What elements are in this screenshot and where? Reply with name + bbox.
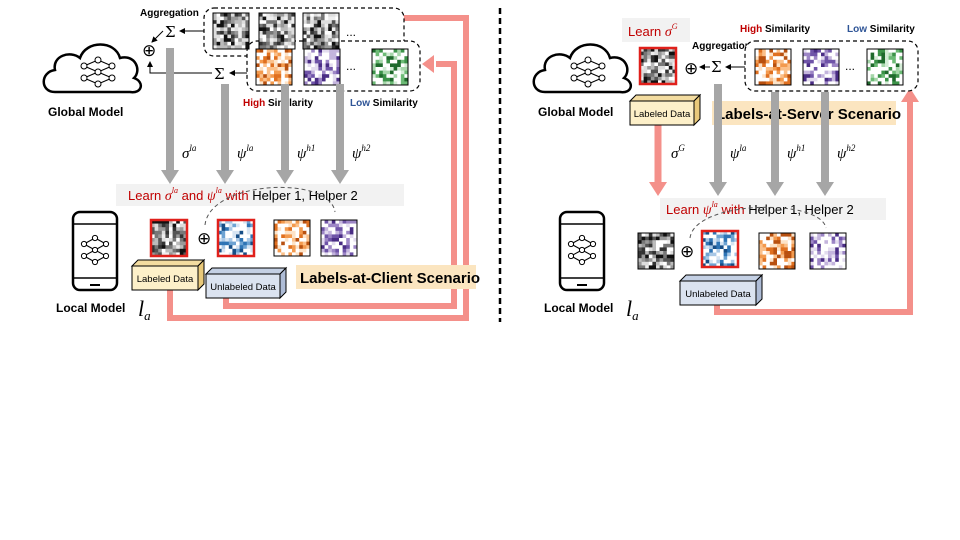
- right-learn-sigma-bg: [622, 18, 690, 42]
- svg-text:Labeled Data: Labeled Data: [137, 274, 194, 285]
- right-labeled-data-box: Labeled Data: [628, 93, 702, 127]
- left-arrow-label-4: ψh2: [352, 143, 371, 162]
- right-gray-arrow-3: [821, 92, 829, 182]
- left-bottom-oplus: ⊕: [197, 229, 211, 249]
- left-local-model-symbol: la: [138, 296, 151, 323]
- left-local-gray-matrix: [149, 218, 189, 258]
- left-oplus-symbol: ⊕: [142, 41, 156, 61]
- left-low-similarity: Low Similarity: [350, 98, 418, 109]
- left-gray-arrow-head-2: [216, 170, 234, 184]
- right-learn-line: Learn ψla with Helper 1, Helper 2: [666, 195, 854, 218]
- left-orange-matrix: [255, 48, 293, 86]
- right-phone-icon: [558, 210, 606, 292]
- right-helper-orange-matrix: [758, 232, 796, 270]
- right-bottom-oplus: ⊕: [680, 242, 694, 262]
- right-down-arrows: ψla ψh1 ψh2: [709, 84, 856, 196]
- right-gray-arrow-head-2: [766, 182, 784, 196]
- right-gray-arrow-1: [714, 84, 722, 182]
- left-top-sum-symbol: Σ: [165, 23, 176, 41]
- left-helper-link-arc: [204, 186, 336, 226]
- left-global-model-label: Global Model: [48, 105, 123, 119]
- right-arrow-label-3: ψh2: [837, 143, 856, 162]
- right-scenario-label: Labels-at-Server Scenario: [716, 106, 901, 123]
- right-helper-link-arc: [689, 206, 827, 239]
- right-purple-matrix: [802, 48, 840, 86]
- left-top-ellipsis: ...: [346, 25, 356, 39]
- left-gray-arrow-1: [166, 48, 174, 170]
- right-arrow-label-1: ψla: [730, 143, 747, 162]
- left-agg-arrow-4: [147, 61, 212, 74]
- right-helper-purple-matrix: [809, 232, 847, 270]
- right-unlabeled-data-box: Unlabeled Data: [678, 273, 764, 307]
- right-mid-ellipsis: ...: [845, 59, 855, 73]
- right-oplus-symbol: ⊕: [684, 59, 698, 79]
- left-panel: Global Model Aggregation Σ ⊕ Σ ... ... H…: [42, 7, 480, 323]
- phone-icon: [71, 210, 119, 292]
- right-green-matrix: [866, 48, 904, 86]
- svg-text:Unlabeled Data: Unlabeled Data: [210, 282, 276, 293]
- left-helper-purple-matrix: [320, 219, 358, 257]
- right-high-similarity: High Similarity: [740, 24, 810, 35]
- left-scenario-highlight: [296, 265, 476, 289]
- left-arrow-label-3: ψh1: [297, 143, 315, 162]
- cloud-icon: [42, 43, 142, 94]
- left-labeled-data-box: Labeled Data: [130, 258, 206, 292]
- right-orange-matrix: [754, 48, 792, 86]
- right-scenario-highlight: [712, 101, 896, 125]
- left-gray-matrix-2: [258, 12, 296, 50]
- left-helper-orange-matrix: [273, 219, 311, 257]
- right-local-blue-matrix: [700, 229, 740, 269]
- left-bottom-sum-symbol: Σ: [214, 65, 225, 83]
- right-cloud-icon: [532, 43, 632, 94]
- right-gray-arrow-head-3: [816, 182, 834, 196]
- left-gray-arrow-head-4: [331, 170, 349, 184]
- right-sigma-down-arrow-head: [649, 182, 667, 196]
- right-learn-sigma: Learn σG: [628, 22, 678, 40]
- left-local-model-label: Local Model: [56, 301, 125, 315]
- left-down-arrows: σla ψla ψh1 ψh2: [161, 48, 371, 184]
- right-local-model-label: Local Model: [544, 301, 613, 315]
- left-green-matrix: [371, 48, 409, 86]
- right-panel: Global Model Learn σG ⊕ Σ Aggregation ..…: [532, 18, 919, 323]
- svg-text:Unlabeled Data: Unlabeled Data: [685, 289, 751, 300]
- left-gray-arrow-2: [221, 84, 229, 170]
- left-mid-ellipsis: ...: [346, 59, 356, 73]
- right-global-model-label: Global Model: [538, 105, 613, 119]
- left-scenario-label: Labels-at-Client Scenario: [300, 270, 480, 287]
- left-gray-arrow-head-1: [161, 170, 179, 184]
- right-arrow-label-2: ψh1: [787, 143, 805, 162]
- left-local-blue-matrix: [216, 218, 256, 258]
- left-gray-arrow-head-3: [276, 170, 294, 184]
- right-sigma-arrow-label: σG: [671, 143, 685, 162]
- left-arrow-label-2: ψla: [237, 143, 254, 162]
- right-local-gray-matrix: [637, 232, 675, 270]
- svg-text:Labeled Data: Labeled Data: [634, 109, 691, 120]
- left-unlabeled-data-box: Unlabeled Data: [204, 266, 288, 300]
- left-purple-matrix: [303, 48, 341, 86]
- right-gray-arrow-head-1: [709, 182, 727, 196]
- left-gray-matrix-1: [212, 12, 250, 50]
- left-feedback-arrow-outer: [167, 15, 469, 321]
- left-learn-line: Learn σla and ψla with Helper 1, Helper …: [128, 181, 358, 204]
- left-agg-arrow-2: [151, 30, 164, 43]
- right-global-gray-matrix: [638, 46, 678, 86]
- left-aggregation-label: Aggregation: [140, 8, 199, 19]
- right-low-similarity: Low Similarity: [847, 24, 915, 35]
- left-gray-arrow-4: [336, 84, 344, 170]
- right-local-model-symbol: la: [626, 296, 639, 323]
- right-gray-arrow-2: [771, 92, 779, 182]
- right-feedback-arrow-head: [901, 88, 919, 102]
- left-learn-line-bg: [116, 184, 404, 206]
- right-aggregation-label: Aggregation: [692, 41, 751, 52]
- right-sum-symbol: Σ: [711, 58, 722, 76]
- left-gray-arrow-3: [281, 84, 289, 170]
- left-feedback-arrow-inner-head: [422, 55, 434, 73]
- left-gray-matrix-3: [302, 12, 340, 50]
- left-arrow-label-1: σla: [182, 143, 197, 162]
- left-high-similarity: High Similarity: [243, 98, 313, 109]
